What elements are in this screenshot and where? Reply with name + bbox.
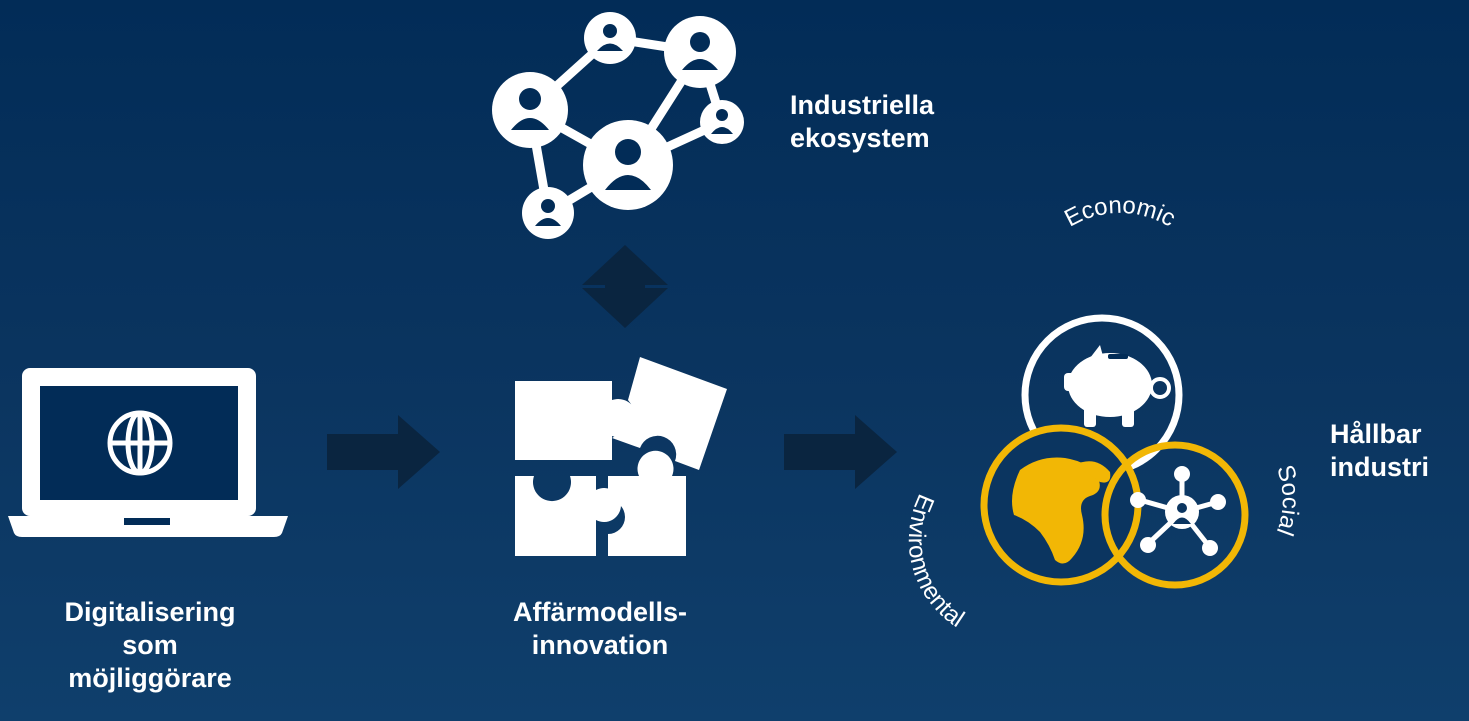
sustainable-industry-label-line2: industri [1330, 452, 1429, 482]
svg-text:Environmental: Environmental [903, 490, 969, 632]
environmental-label: Environmental [903, 490, 969, 632]
sustainability-venn: Economic Social Environmental [903, 192, 1304, 633]
double-arrow-icon [582, 245, 668, 328]
innovation-label-line1: Affärmodells- [512, 597, 688, 627]
digitalization-label-line1: Digitalisering [64, 597, 236, 627]
economic-label: Economic [1060, 192, 1180, 233]
innovation-label-line2: innovation [531, 630, 669, 660]
ecosystem-label-line2: ekosystem [790, 123, 930, 153]
social-label: Social [1271, 462, 1304, 539]
ecosystem-label-line1: Industriella [790, 90, 935, 120]
arrow-right-1 [327, 415, 440, 489]
svg-text:Economic: Economic [1060, 192, 1180, 233]
piggy-bank-icon [1064, 345, 1171, 427]
arrow-right-2 [784, 415, 897, 489]
sustainable-industry-label: Hållbar industri [1330, 418, 1429, 484]
social-network-icon [1130, 466, 1226, 556]
svg-text:Social: Social [1271, 462, 1304, 539]
network-icon [492, 12, 744, 239]
digitalization-label: Digitalisering som möjliggörare [0, 596, 300, 695]
social-circle [1101, 441, 1249, 589]
puzzle-icon [515, 357, 727, 556]
laptop-globe-icon [8, 368, 288, 537]
ecosystem-label: Industriella ekosystem [790, 89, 934, 155]
digitalization-label-line3: möjliggörare [68, 663, 232, 693]
innovation-label: Affärmodells- innovation [470, 596, 730, 662]
sustainable-industry-label-line1: Hållbar [1330, 419, 1422, 449]
digitalization-label-line2: som [122, 630, 178, 660]
globe-icon [1012, 457, 1111, 564]
